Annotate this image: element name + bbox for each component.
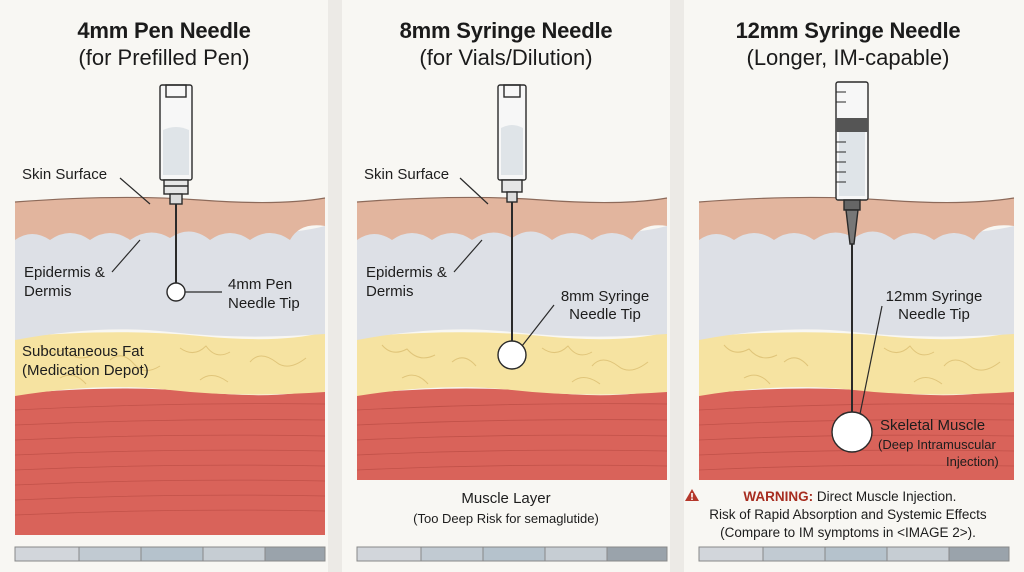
panel-title: 4mm Pen Needle xyxy=(77,18,251,43)
warning-label: WARNING: xyxy=(743,489,814,504)
label-fat-line2: (Medication Depot) xyxy=(22,362,149,379)
label-muscle-layer: Muscle Layer xyxy=(461,490,551,507)
label-skin-surface: Skin Surface xyxy=(22,166,108,183)
warning-line1: WARNING: Direct Muscle Injection. xyxy=(684,488,1012,505)
warning-line2: Risk of Rapid Absorption and Systemic Ef… xyxy=(709,507,987,522)
panel-12mm-syringe-needle: 12mm Syringe Needle (Longer, IM-capable)… xyxy=(684,0,1024,572)
panel-8mm-syringe-needle: 8mm Syringe Needle (for Vials/Dilution) … xyxy=(342,0,670,572)
dermis-layer xyxy=(15,226,325,340)
pen-needle-4mm xyxy=(159,84,193,285)
syringe-needle-12mm xyxy=(835,81,869,416)
scale-bar xyxy=(356,546,668,562)
warning-line3: (Compare to IM symptoms in <IMAGE 2>). xyxy=(720,525,976,540)
label-deep-im-line2: Injection) xyxy=(946,454,999,469)
label-tip-line1: 12mm Syringe xyxy=(885,288,983,305)
muscle-layer xyxy=(357,388,667,480)
label-tip-line1: 8mm Syringe xyxy=(560,288,650,305)
warning-text: Direct Muscle Injection. xyxy=(816,489,957,504)
label-tip-line2: Needle Tip xyxy=(569,306,641,323)
needle-tip-12mm xyxy=(831,411,873,453)
fat-layer xyxy=(15,332,325,396)
scale-bar xyxy=(698,546,1010,562)
label-skin-surface: Skin Surface xyxy=(364,166,450,183)
panel-subtitle: (Longer, IM-capable) xyxy=(746,45,950,70)
skin-layer xyxy=(15,197,325,240)
label-fat-line1: Subcutaneous Fat xyxy=(22,343,144,360)
dermis-layer xyxy=(699,226,1014,340)
panel-subtitle: (for Prefilled Pen) xyxy=(78,45,250,70)
label-tip-line2: Needle Tip xyxy=(228,295,300,312)
syringe-needle-8mm xyxy=(497,84,527,346)
needle-tip-8mm xyxy=(497,340,527,370)
diagram-8mm xyxy=(356,84,668,562)
label-epidermis-line1: Epidermis & xyxy=(24,264,105,281)
label-muscle-risk: (Too Deep Risk for semaglutide) xyxy=(413,511,599,526)
diagram-12mm xyxy=(698,81,1015,562)
needle-tip-4mm xyxy=(166,282,186,302)
panel-title: 12mm Syringe Needle xyxy=(735,18,961,43)
label-epidermis-line2: Dermis xyxy=(366,283,414,300)
panel-title: 8mm Syringe Needle xyxy=(399,18,613,43)
diagram-4mm xyxy=(14,84,326,562)
panel-subtitle: (for Vials/Dilution) xyxy=(419,45,593,70)
panel-4mm-pen-needle: 4mm Pen Needle (for Prefilled Pen) Skin … xyxy=(0,0,328,572)
label-tip-line1: 4mm Pen xyxy=(228,276,293,293)
label-tip-line2: Needle Tip xyxy=(898,306,970,323)
label-epidermis-line1: Epidermis & xyxy=(366,264,447,281)
label-deep-im-line1: (Deep Intramuscular xyxy=(878,437,996,452)
label-skeletal-muscle: Skeletal Muscle xyxy=(880,417,986,434)
label-epidermis-line2: Dermis xyxy=(24,283,72,300)
scale-bar xyxy=(14,546,326,562)
muscle-layer xyxy=(15,388,325,535)
